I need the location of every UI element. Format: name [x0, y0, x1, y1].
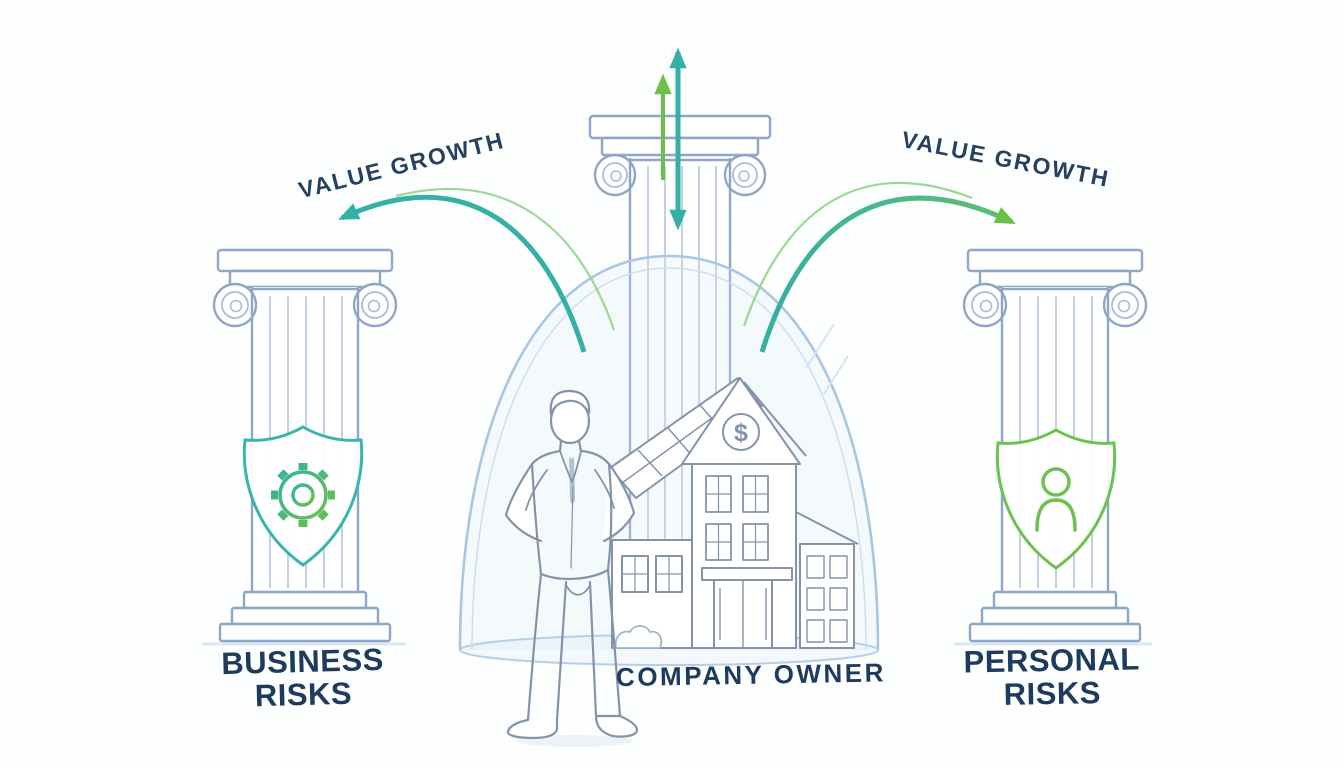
shield-icon — [242, 425, 364, 567]
gear-icon — [271, 463, 335, 527]
company-owner-label: COMPANY OWNER — [615, 657, 887, 693]
left-arrow-echo — [395, 187, 616, 331]
figure-hair — [549, 389, 591, 416]
dome-outline — [458, 254, 880, 651]
figure-right-shoe — [594, 714, 639, 738]
business-shield — [242, 425, 364, 567]
left-curved-arrow — [338, 194, 587, 353]
person-icon — [1035, 467, 1077, 532]
dollar-icon: $ — [734, 419, 748, 447]
bush — [614, 625, 663, 649]
figure-torso — [530, 462, 613, 576]
company-owner-figure — [504, 389, 639, 740]
figure-left-shoe — [506, 718, 559, 740]
personal-risks-label: PERSONAL RISKS — [963, 641, 1141, 713]
personal-shield — [995, 428, 1117, 570]
value-growth-arrows — [338, 47, 1016, 353]
right-arrow-echo — [742, 181, 973, 327]
business-risks-label: BUSINESS RISKS — [220, 641, 385, 714]
figure-legs — [526, 568, 622, 722]
figure-tie — [569, 457, 575, 504]
facade-windows — [705, 475, 769, 561]
dollar-medallion — [722, 413, 760, 451]
right-curved-arrow — [759, 195, 1016, 353]
company-building: $ — [609, 377, 859, 649]
entrance-canopy — [701, 567, 793, 581]
